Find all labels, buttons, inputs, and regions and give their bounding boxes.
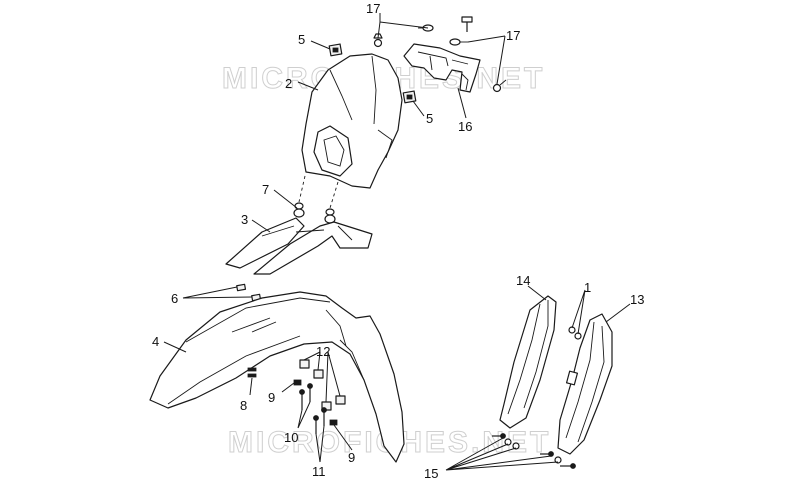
washer-15-e [554, 456, 562, 464]
screw-17-mid [449, 38, 468, 46]
lower-panel-3 [225, 217, 373, 275]
callout-9-upper: 9 [268, 390, 275, 405]
clip-12-d [335, 395, 346, 405]
callout-17-right: 17 [506, 28, 520, 43]
bolt-11-b [321, 407, 327, 426]
leader-lines [163, 13, 631, 471]
screw-15-a [492, 433, 506, 439]
bolt-11-a [313, 415, 319, 434]
assembly-line [329, 181, 339, 209]
callout-17-top: 17 [366, 1, 380, 16]
callout-5-right: 5 [426, 111, 433, 126]
callout-13: 13 [630, 292, 644, 307]
washer-8 [247, 367, 257, 378]
callout-8: 8 [240, 398, 247, 413]
nut-9-lower [329, 419, 338, 426]
clip-12-b [313, 369, 324, 379]
callout-12: 12 [316, 344, 330, 359]
clip-nut-5-right [402, 90, 417, 104]
callout-16: 16 [458, 119, 472, 134]
callout-2: 2 [285, 76, 292, 91]
callout-10: 10 [284, 430, 298, 445]
callout-15: 15 [424, 466, 438, 481]
nut-9-upper [293, 379, 302, 386]
headlight-bracket-16 [403, 43, 481, 93]
fork-guard-13 [557, 313, 613, 455]
callout-6: 6 [171, 291, 178, 306]
clip-nut-5-top [328, 43, 343, 57]
callout-14: 14 [516, 273, 530, 288]
callout-4: 4 [152, 334, 159, 349]
grommet-7-right [324, 208, 336, 224]
washer-15-c [512, 442, 520, 450]
screw-17-right [492, 79, 507, 93]
callout-7: 7 [262, 182, 269, 197]
headlight-fairing-2 [301, 53, 403, 189]
callout-9-lower: 9 [348, 450, 355, 465]
pad-6-upper [236, 283, 247, 292]
screw-17-top [461, 16, 473, 32]
screw-15-f [560, 463, 576, 469]
assembly-line [298, 175, 306, 203]
front-fender-4 [149, 291, 405, 463]
clip-12-a [299, 359, 310, 369]
bolt-10-b [307, 383, 313, 402]
fork-guard-14 [499, 295, 557, 429]
grommet-7-left [293, 202, 305, 218]
screw-17-left [373, 33, 383, 48]
bolt-10-a [299, 389, 305, 410]
callout-11: 11 [312, 464, 326, 479]
washer-15-b [504, 438, 512, 446]
callout-5-top: 5 [298, 32, 305, 47]
callout-3: 3 [241, 212, 248, 227]
callout-1: 1 [584, 280, 591, 295]
